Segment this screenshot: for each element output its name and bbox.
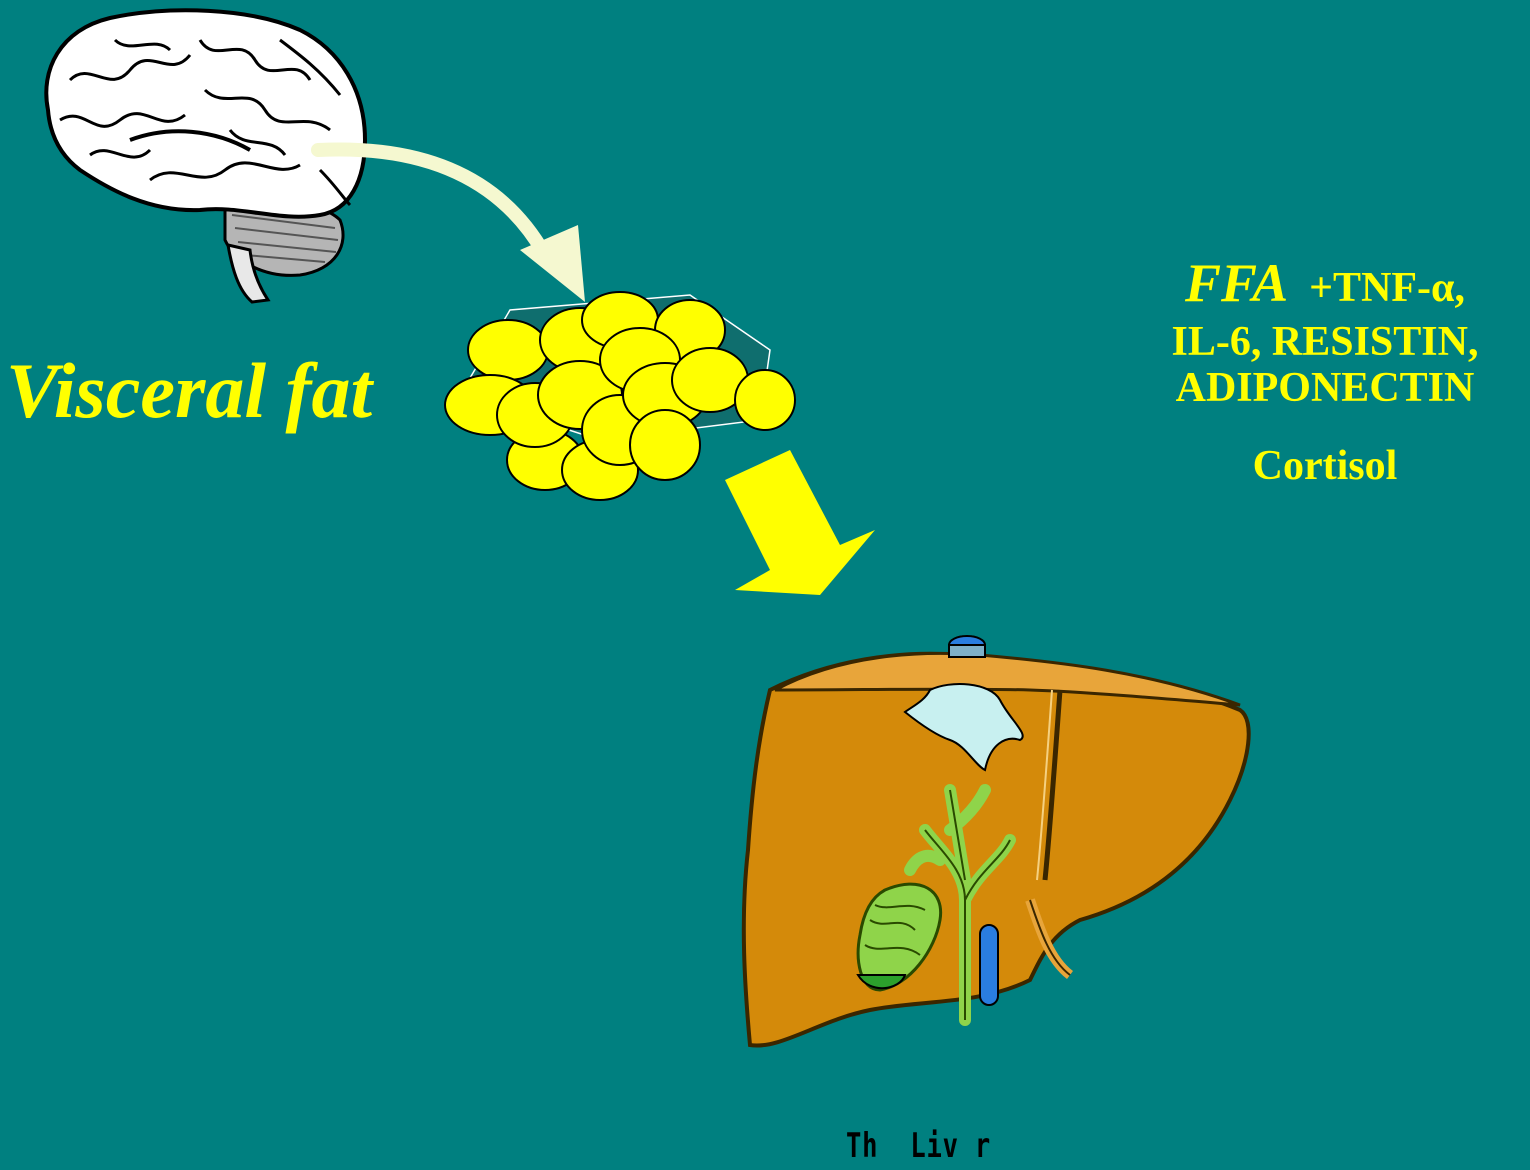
- mediators-line-2: IL-6, RESISTIN,: [1120, 319, 1530, 365]
- mediators-line-3: ADIPONECTIN: [1120, 365, 1530, 411]
- ffa-line: FFA +TNF-α,: [1120, 252, 1530, 319]
- visceral-fat-label: Visceral fat: [6, 346, 372, 436]
- down-arrow-icon: [725, 450, 875, 595]
- cortisol-label: Cortisol: [1120, 443, 1530, 489]
- tnf-label: +TNF-α,: [1309, 265, 1465, 311]
- liver-caption: Th Liv r: [846, 1126, 991, 1166]
- fat-cells-icon: [445, 292, 795, 500]
- ffa-label: FFA: [1185, 253, 1288, 313]
- liver-icon: [744, 636, 1249, 1046]
- mediators-text: FFA +TNF-α, IL-6, RESISTIN, ADIPONECTIN …: [1120, 252, 1530, 489]
